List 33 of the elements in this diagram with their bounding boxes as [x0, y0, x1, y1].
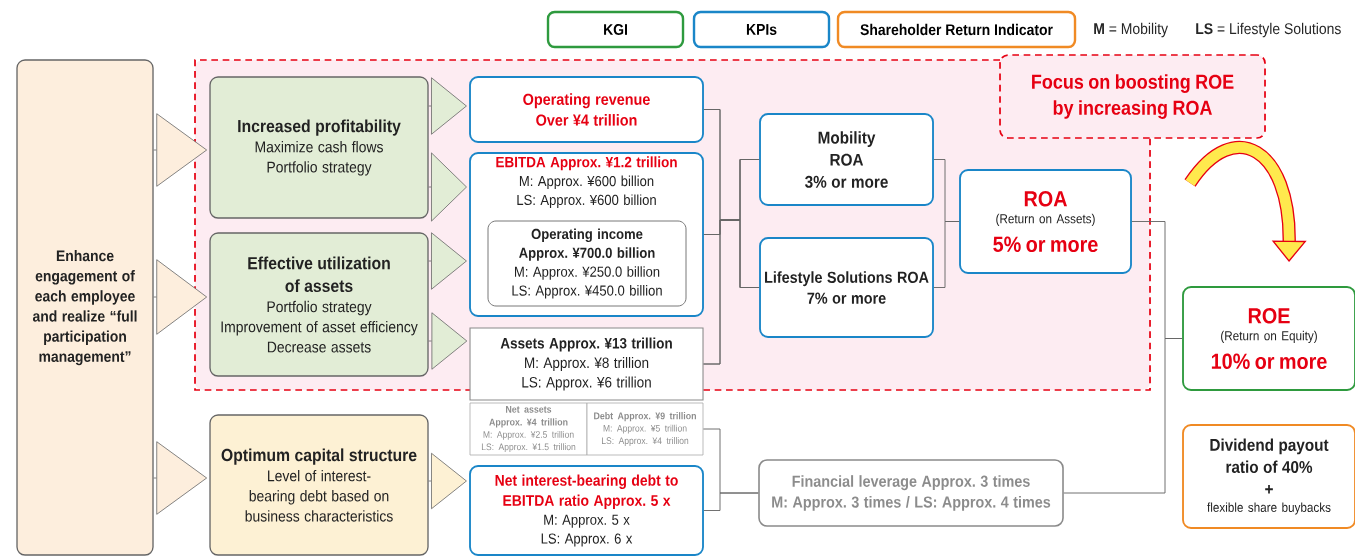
chevron-arrow — [153, 113, 208, 187]
connector-line — [703, 492, 759, 511]
strategy-box: Optimum capital structure Level of interest-bearing debt based on business characteristics — [209, 414, 429, 556]
kpi-box: Lifestyle Solutions ROA 7% or more — [759, 237, 934, 338]
legend-key: Shareholder Return Indicator — [836, 10, 1077, 49]
strategy-box: Increased profitability Maximize cash flows Portfolio strategy — [209, 76, 429, 219]
kpi-box: Financial leverage Approx. 3 times M: Approx. 3 times / LS: Approx. 4 times — [758, 459, 1064, 527]
goal-box: Enhance engagement of each employee and realize “full participation management” — [16, 59, 154, 556]
breakdown-cell: Net assets Approx. ¥4 trillion M: Approx. ¥2.5 trillion LS: Approx. ¥1.5 trillion — [469, 402, 588, 456]
chevron-arrow — [428, 232, 467, 290]
legend-key: KPIs — [692, 10, 831, 49]
abbreviation-note: M = Mobility — [1094, 22, 1168, 38]
abbreviation-note: LS = Lifestyle Solutions — [1196, 22, 1341, 38]
legend-key: KGI — [546, 10, 685, 49]
kpi-box: Net interest-bearing debt to EBITDA ratio Approx. 5 x M: Approx. 5 x LS: Approx. 6 x — [469, 465, 704, 556]
return-box: Dividend payout ratio of 40% + flexible share buybacks — [1182, 424, 1355, 529]
chevron-arrow — [428, 312, 468, 370]
connector-line — [1063, 338, 1183, 494]
kgi-box: ROE (Return on Equity) 10% or more — [1182, 286, 1355, 391]
kpi-box: Operating revenue Over ¥4 trillion — [469, 76, 704, 143]
breakdown-cell: Debt Approx. ¥9 trillion M: Approx. ¥5 trillion LS: Approx. ¥4 trillion — [586, 402, 704, 456]
strategy-box: Effective utilization of assets Portfolio strategy Improvement of asset efficiency Decrease assets — [209, 232, 429, 377]
kpi-box: Mobility ROA 3% or more — [759, 113, 934, 206]
chevron-arrow — [153, 259, 208, 335]
chevron-arrow — [153, 441, 208, 515]
chevron-arrow — [428, 152, 467, 222]
kpi-box: ROA (Return on Assets) 5% or more — [959, 169, 1132, 274]
connector-line — [703, 219, 760, 365]
callout-box: Focus on boosting ROE by increasing ROA — [999, 54, 1266, 139]
connector-line — [933, 221, 960, 288]
chevron-arrow — [428, 77, 467, 135]
sub-box: Operating income Approx. ¥700.0 billion M: Approx. ¥250.0 billion LS: Approx. ¥450.0 billion — [487, 220, 687, 307]
chevron-arrow — [428, 452, 467, 510]
